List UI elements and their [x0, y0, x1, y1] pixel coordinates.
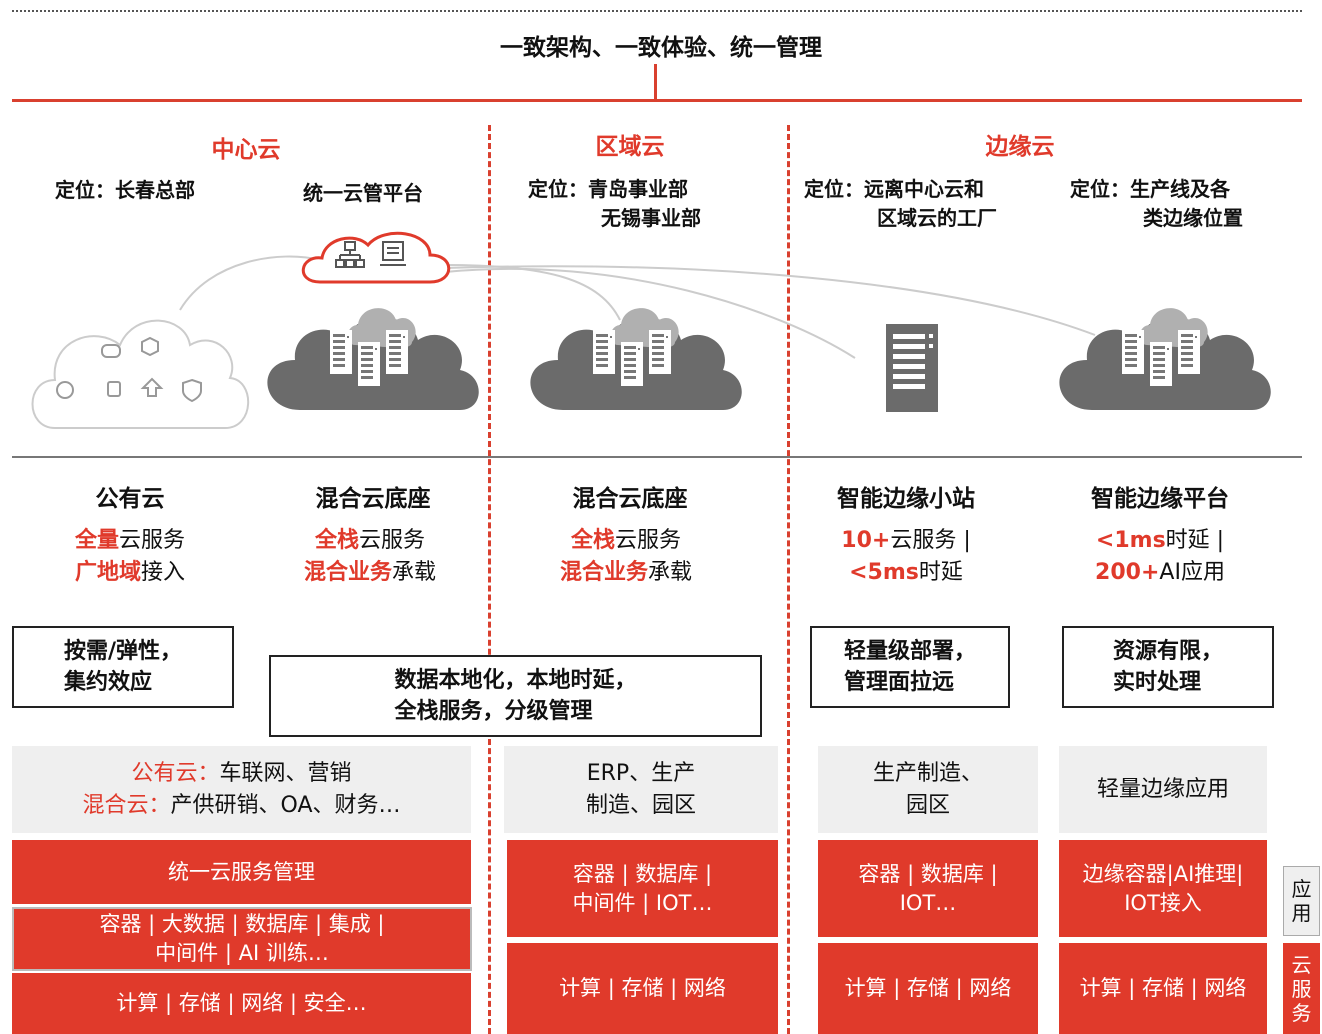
position-4b: 区域云的工厂: [877, 206, 997, 230]
position-4a: 定位：远离中心云和: [804, 177, 984, 201]
position-3a: 定位：青岛事业部: [528, 177, 688, 201]
service-paas-region: 容器 | 数据库 |中间件 | IOT…: [507, 840, 778, 937]
dashed-separator-1: [488, 125, 491, 1034]
position-2: 统一云管平台: [303, 181, 423, 205]
position-5b: 类边缘位置: [1143, 206, 1243, 230]
position-5a: 定位：生产线及各: [1070, 177, 1230, 201]
trait-box-edge-platform: 资源有限，实时处理: [1062, 626, 1274, 708]
edge-cloud: [1059, 308, 1271, 410]
public-cloud: [31, 319, 250, 429]
position-1: 定位：长春总部: [55, 178, 195, 202]
service-paas-center: 容器 | 大数据 | 数据库 | 集成 |中间件 | AI 训练…: [12, 907, 472, 971]
page-title: 一致架构、一致体验、统一管理: [500, 35, 822, 61]
app-box-edge-station: 生产制造、园区: [818, 746, 1038, 833]
legend-app: 应用: [1283, 866, 1320, 936]
app-box-region: ERP、生产制造、园区: [504, 746, 778, 833]
column-title-5: 智能边缘平台: [1091, 486, 1229, 512]
gray-divider: [12, 456, 1302, 458]
trait-box-edge-station: 轻量级部署，管理面拉远: [810, 626, 1010, 708]
service-unified-management: 统一云服务管理: [12, 840, 471, 904]
service-paas-edge-platform: 边缘容器|AI推理|IOT接入: [1059, 840, 1267, 937]
service-iaas-edge-station: 计算 | 存储 | 网络: [818, 943, 1038, 1034]
trait-box-hybrid: 数据本地化，本地时延，全栈服务，分级管理: [269, 655, 762, 737]
app-box-edge-platform: 轻量边缘应用: [1059, 746, 1267, 833]
section-edge-cloud: 边缘云: [985, 134, 1055, 160]
feature-2: 全栈云服务 混合业务承载: [303, 528, 437, 585]
column-title-3: 混合云底座: [572, 486, 688, 512]
section-center-cloud: 中心云: [211, 137, 281, 163]
feature-3: 全栈云服务 混合业务承载: [559, 528, 693, 585]
service-paas-edge-station: 容器 | 数据库 |IOT…: [818, 840, 1038, 937]
management-cloud: [301, 231, 451, 284]
service-iaas-center: 计算 | 存储 | 网络 | 安全…: [12, 973, 471, 1034]
feature-1: 全量云服务 广地域接入: [74, 528, 186, 585]
legend-cloud-service: 云服务: [1283, 943, 1320, 1034]
feature-5: <1ms时延 | 200+AI应用: [1095, 528, 1225, 585]
column-title-4: 智能边缘小站: [837, 486, 975, 512]
feature-4: 10+云服务 | <5ms时延: [841, 528, 971, 585]
service-iaas-region: 计算 | 存储 | 网络: [507, 943, 778, 1034]
position-3b: 无锡事业部: [601, 206, 701, 230]
column-title-1: 公有云: [95, 486, 165, 512]
service-iaas-edge-platform: 计算 | 存储 | 网络: [1059, 943, 1267, 1034]
title-connector: [654, 64, 657, 100]
red-divider: [12, 99, 1302, 102]
hybrid-cloud-2: [530, 308, 742, 410]
dashed-separator-2: [787, 125, 790, 1034]
edge-station-server: [886, 324, 938, 412]
cloud-illustration: [31, 231, 1271, 429]
top-dotted-line: [12, 10, 1302, 12]
column-title-2: 混合云底座: [315, 486, 431, 512]
trait-box-public: 按需/弹性，集约效应: [12, 626, 234, 708]
section-region-cloud: 区域云: [595, 134, 665, 160]
hybrid-cloud-1: [267, 308, 479, 410]
link-public: [179, 255, 321, 311]
app-box-center: 公有云：车联网、营销 混合云：产供研销、OA、财务…: [12, 746, 471, 833]
